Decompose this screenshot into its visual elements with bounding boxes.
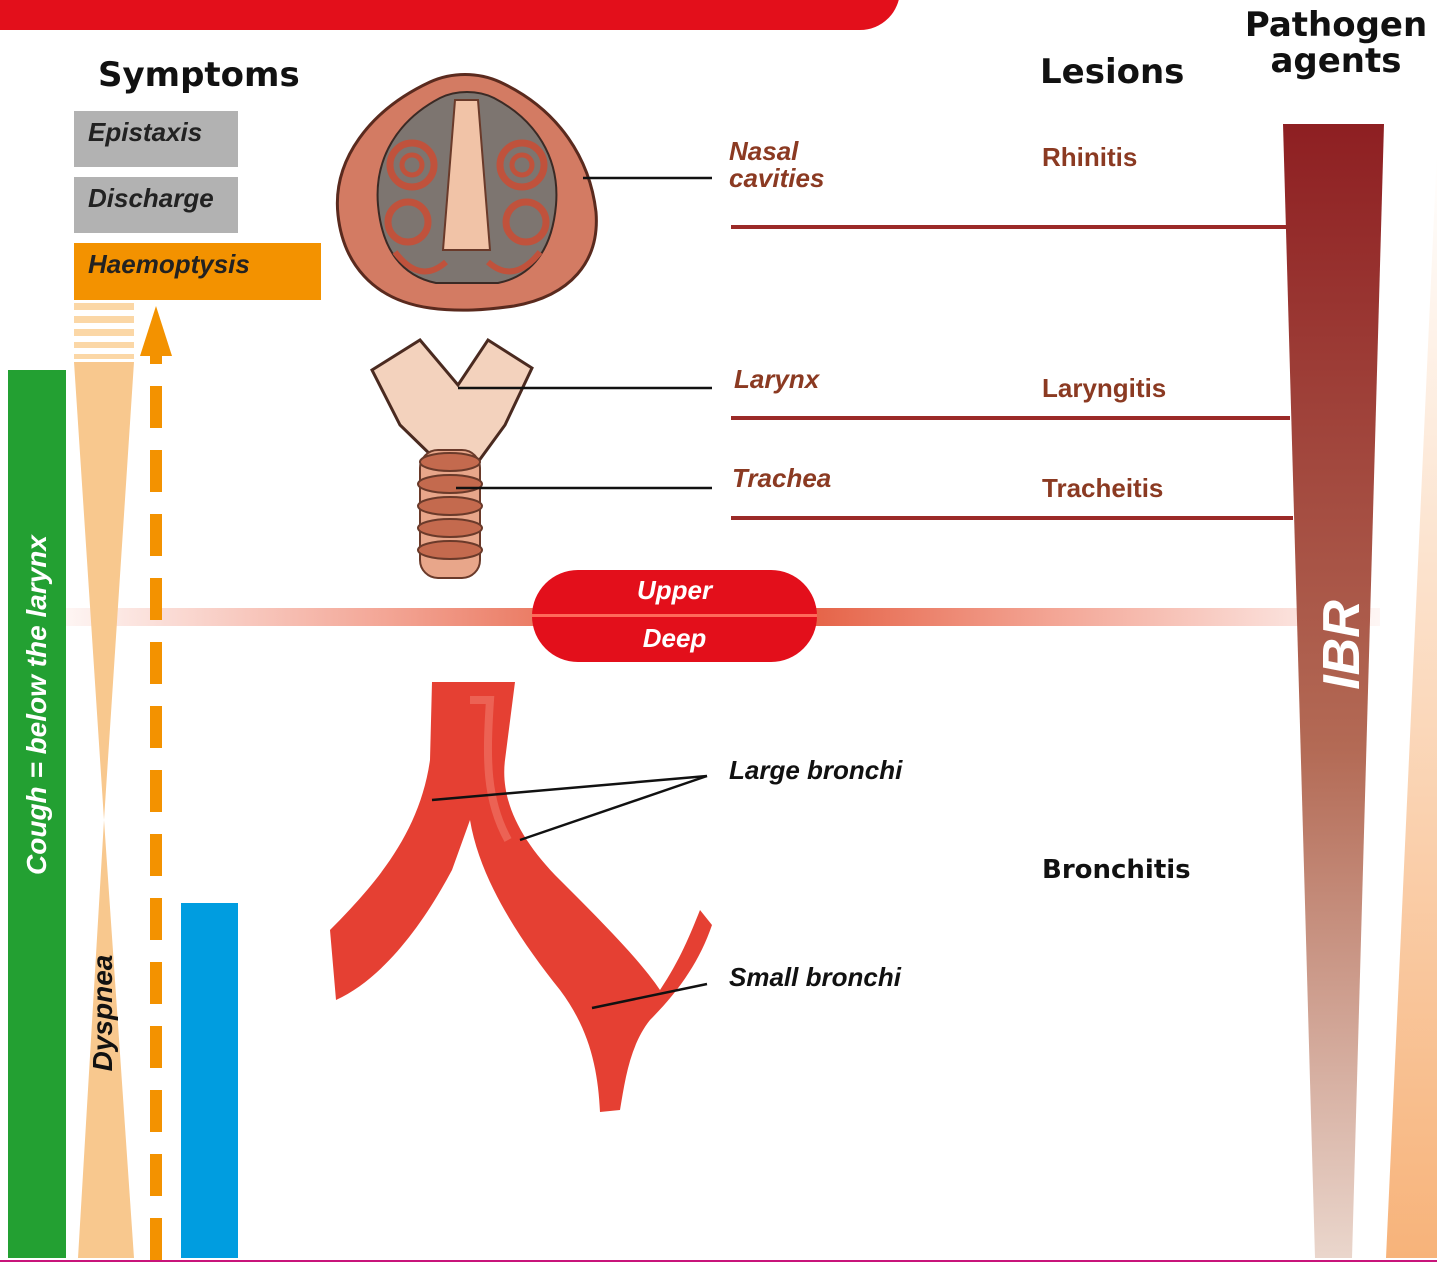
pill-divider <box>532 614 817 617</box>
rhinitis-label: Rhinitis <box>1042 142 1137 173</box>
larynx-label: Larynx <box>734 366 819 393</box>
bottom-rule <box>0 1260 1437 1262</box>
right-gradient-wedge <box>1386 150 1437 1258</box>
trachea-label: Trachea <box>732 465 831 492</box>
tracheitis-label: Tracheitis <box>1042 473 1163 504</box>
large-bronchi-leader-line-a <box>432 776 707 800</box>
large-bronchi-leader-line-b <box>520 776 707 840</box>
large-bronchi-label: Large bronchi <box>729 755 902 786</box>
upper-label: Upper <box>532 575 817 606</box>
nasal-cavities-label: Nasal cavities <box>729 138 869 193</box>
small-bronchi-label: Small bronchi <box>729 962 901 993</box>
laryngitis-label: Laryngitis <box>1042 373 1166 404</box>
deep-label: Deep <box>532 623 817 654</box>
small-bronchi-leader-line <box>592 984 707 1008</box>
ibr-label: IBR <box>1312 570 1372 720</box>
bronchitis-label: Bronchitis <box>1042 855 1191 885</box>
